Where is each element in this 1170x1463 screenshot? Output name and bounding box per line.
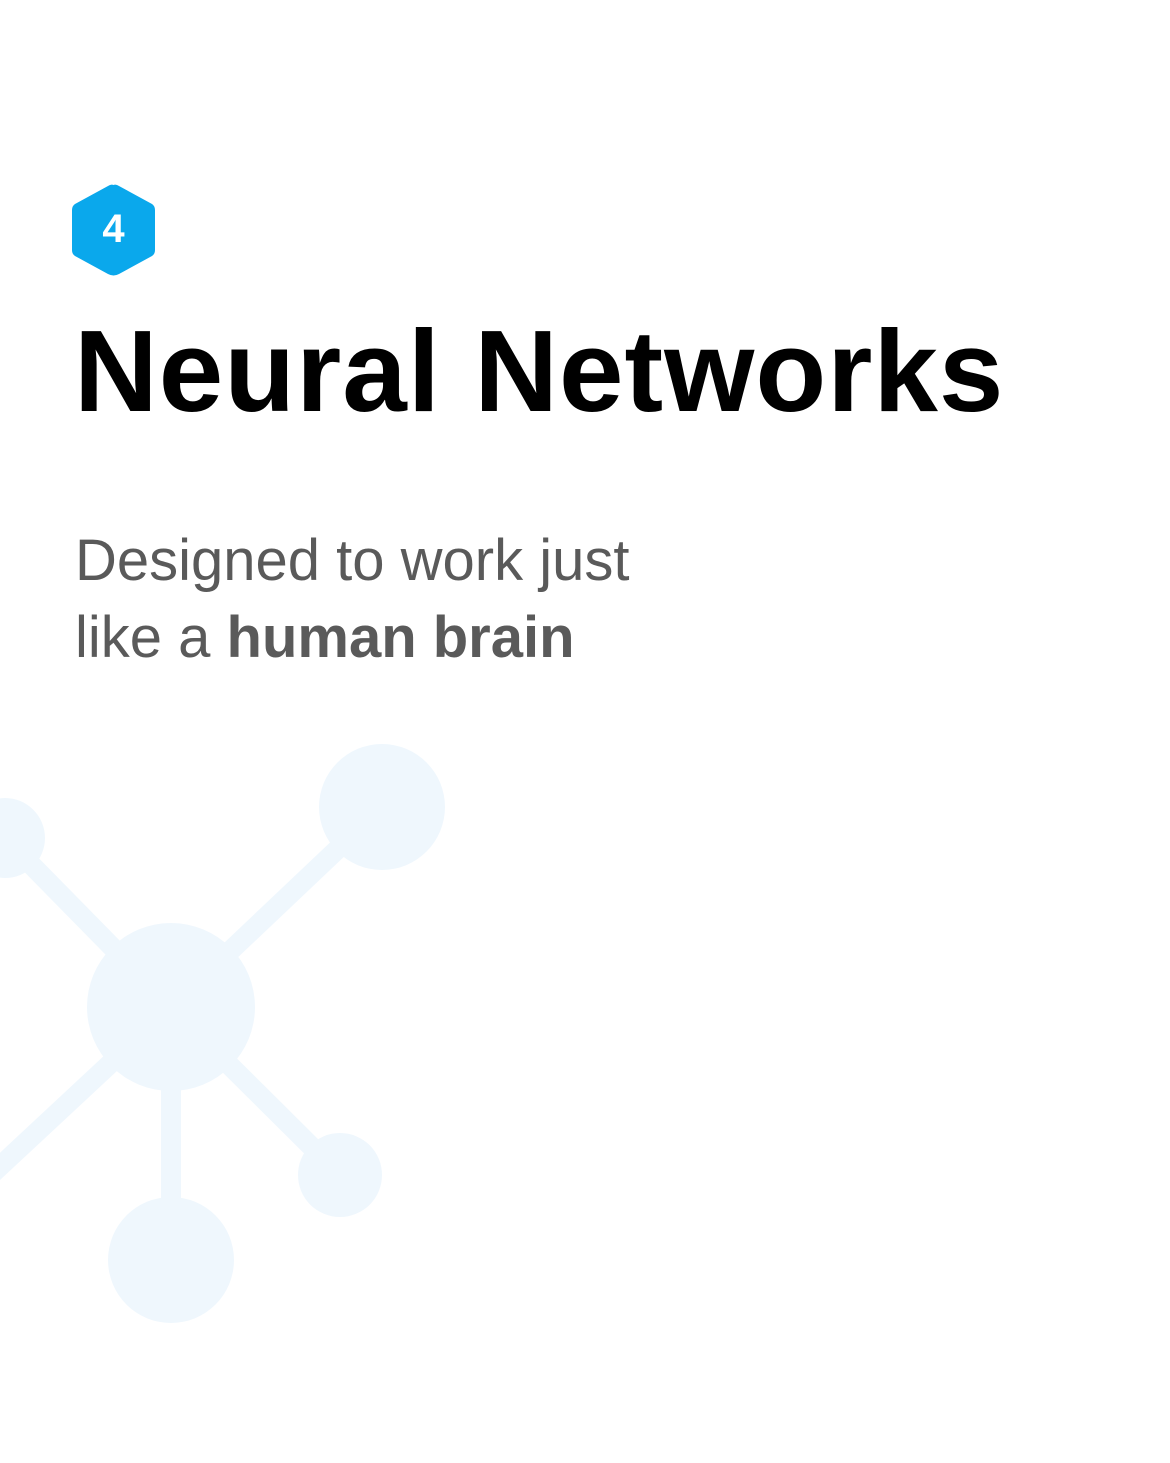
- subtitle-emphasis: human brain: [226, 605, 575, 670]
- step-number: 4: [102, 207, 125, 251]
- subtitle-line2-prefix: like a: [75, 605, 227, 670]
- page-title: Neural Networks: [74, 306, 1005, 436]
- subtitle: Designed to work just like a human brain: [75, 522, 629, 676]
- hexagon-icon: [72, 184, 155, 276]
- subtitle-line1: Designed to work just: [75, 528, 630, 593]
- step-number-badge: 4: [71, 183, 156, 277]
